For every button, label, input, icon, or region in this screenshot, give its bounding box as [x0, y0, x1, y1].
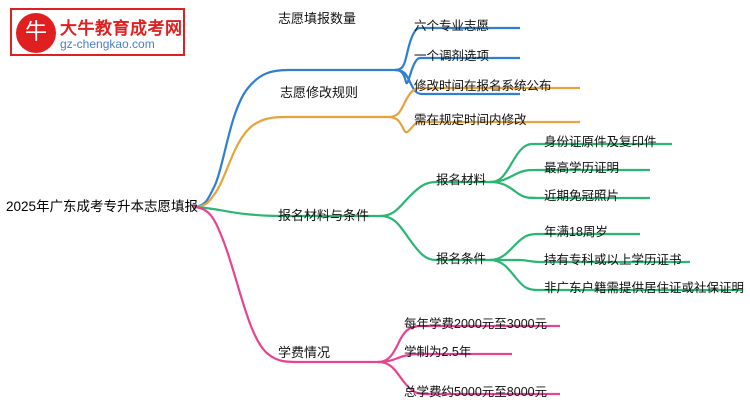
mindmap-node-branch-1: 志愿填报数量	[278, 11, 357, 26]
mindmap-node-branch-3: 报名材料与条件	[278, 208, 370, 223]
logo-mark-icon: 牛	[16, 13, 56, 53]
branch-line-4-1	[377, 324, 560, 364]
mindmap-node-2-2: 需在规定时间内修改	[414, 113, 527, 127]
mindmap-node-3-1-3: 近期免冠照片	[544, 189, 620, 203]
mindmap-node-4-3: 总学费约5000元至8000元	[404, 385, 548, 399]
branch-line-4	[192, 205, 378, 364]
branch-line-3-1-3	[489, 180, 650, 200]
mindmap-node-3-1-1: 身份证原件及复印件	[544, 135, 657, 149]
mindmap-node-branch-2: 志愿修改规则	[280, 85, 359, 100]
mindmap-node-branch-4: 学费情况	[278, 345, 331, 360]
branch-line-3-1-2	[489, 168, 650, 184]
mindmap-node-3-1: 报名材料	[436, 173, 487, 187]
branch-line-3	[192, 205, 380, 218]
branch-line-2	[192, 115, 388, 209]
mindmap-node-3-2-2: 持有专科或以上学历证书	[544, 253, 682, 267]
mindmap-root-node: 2025年广东成考专升本志愿填报	[6, 199, 199, 214]
branch-line-3-2-2	[490, 258, 690, 264]
branch-line-4-2	[377, 352, 512, 364]
branch-line-1-2b	[394, 68, 520, 96]
branch-line-3-2-3	[489, 258, 742, 292]
branch-line-2-2	[387, 115, 580, 134]
branch-line-3-2	[379, 214, 490, 262]
mindmap-node-3-2-3: 非广东户籍需提供居住证或社保证明	[544, 281, 745, 295]
logo-title: 大牛教育成考网	[60, 19, 183, 38]
mindmap-node-1-2: 一个调剂选项	[414, 49, 490, 63]
branch-line-2-1	[387, 86, 580, 119]
site-logo: 牛 大牛教育成考网 gz-chengkao.com	[10, 8, 185, 56]
mindmap-node-3-2: 报名条件	[436, 252, 487, 266]
mindmap-node-2-1: 修改时间在报名系统公布	[414, 79, 552, 93]
branch-line-3-2-1	[489, 232, 640, 262]
branch-line-1-1	[394, 26, 520, 72]
logo-subtitle: gz-chengkao.com	[60, 37, 155, 51]
branch-line-4-3	[377, 360, 560, 396]
mindmap-node-4-1: 每年学费2000元至3000元	[404, 317, 548, 331]
mindmap-node-4-2: 学制为2.5年	[404, 345, 472, 359]
mindmap-node-3-2-1: 年满18周岁	[544, 225, 608, 239]
branch-line-3-1	[379, 180, 490, 218]
mindmap-node-3-1-2: 最高学历证明	[544, 161, 620, 175]
branch-line-1	[192, 68, 395, 209]
mindmap-node-1-1: 六个专业志愿	[414, 19, 490, 33]
